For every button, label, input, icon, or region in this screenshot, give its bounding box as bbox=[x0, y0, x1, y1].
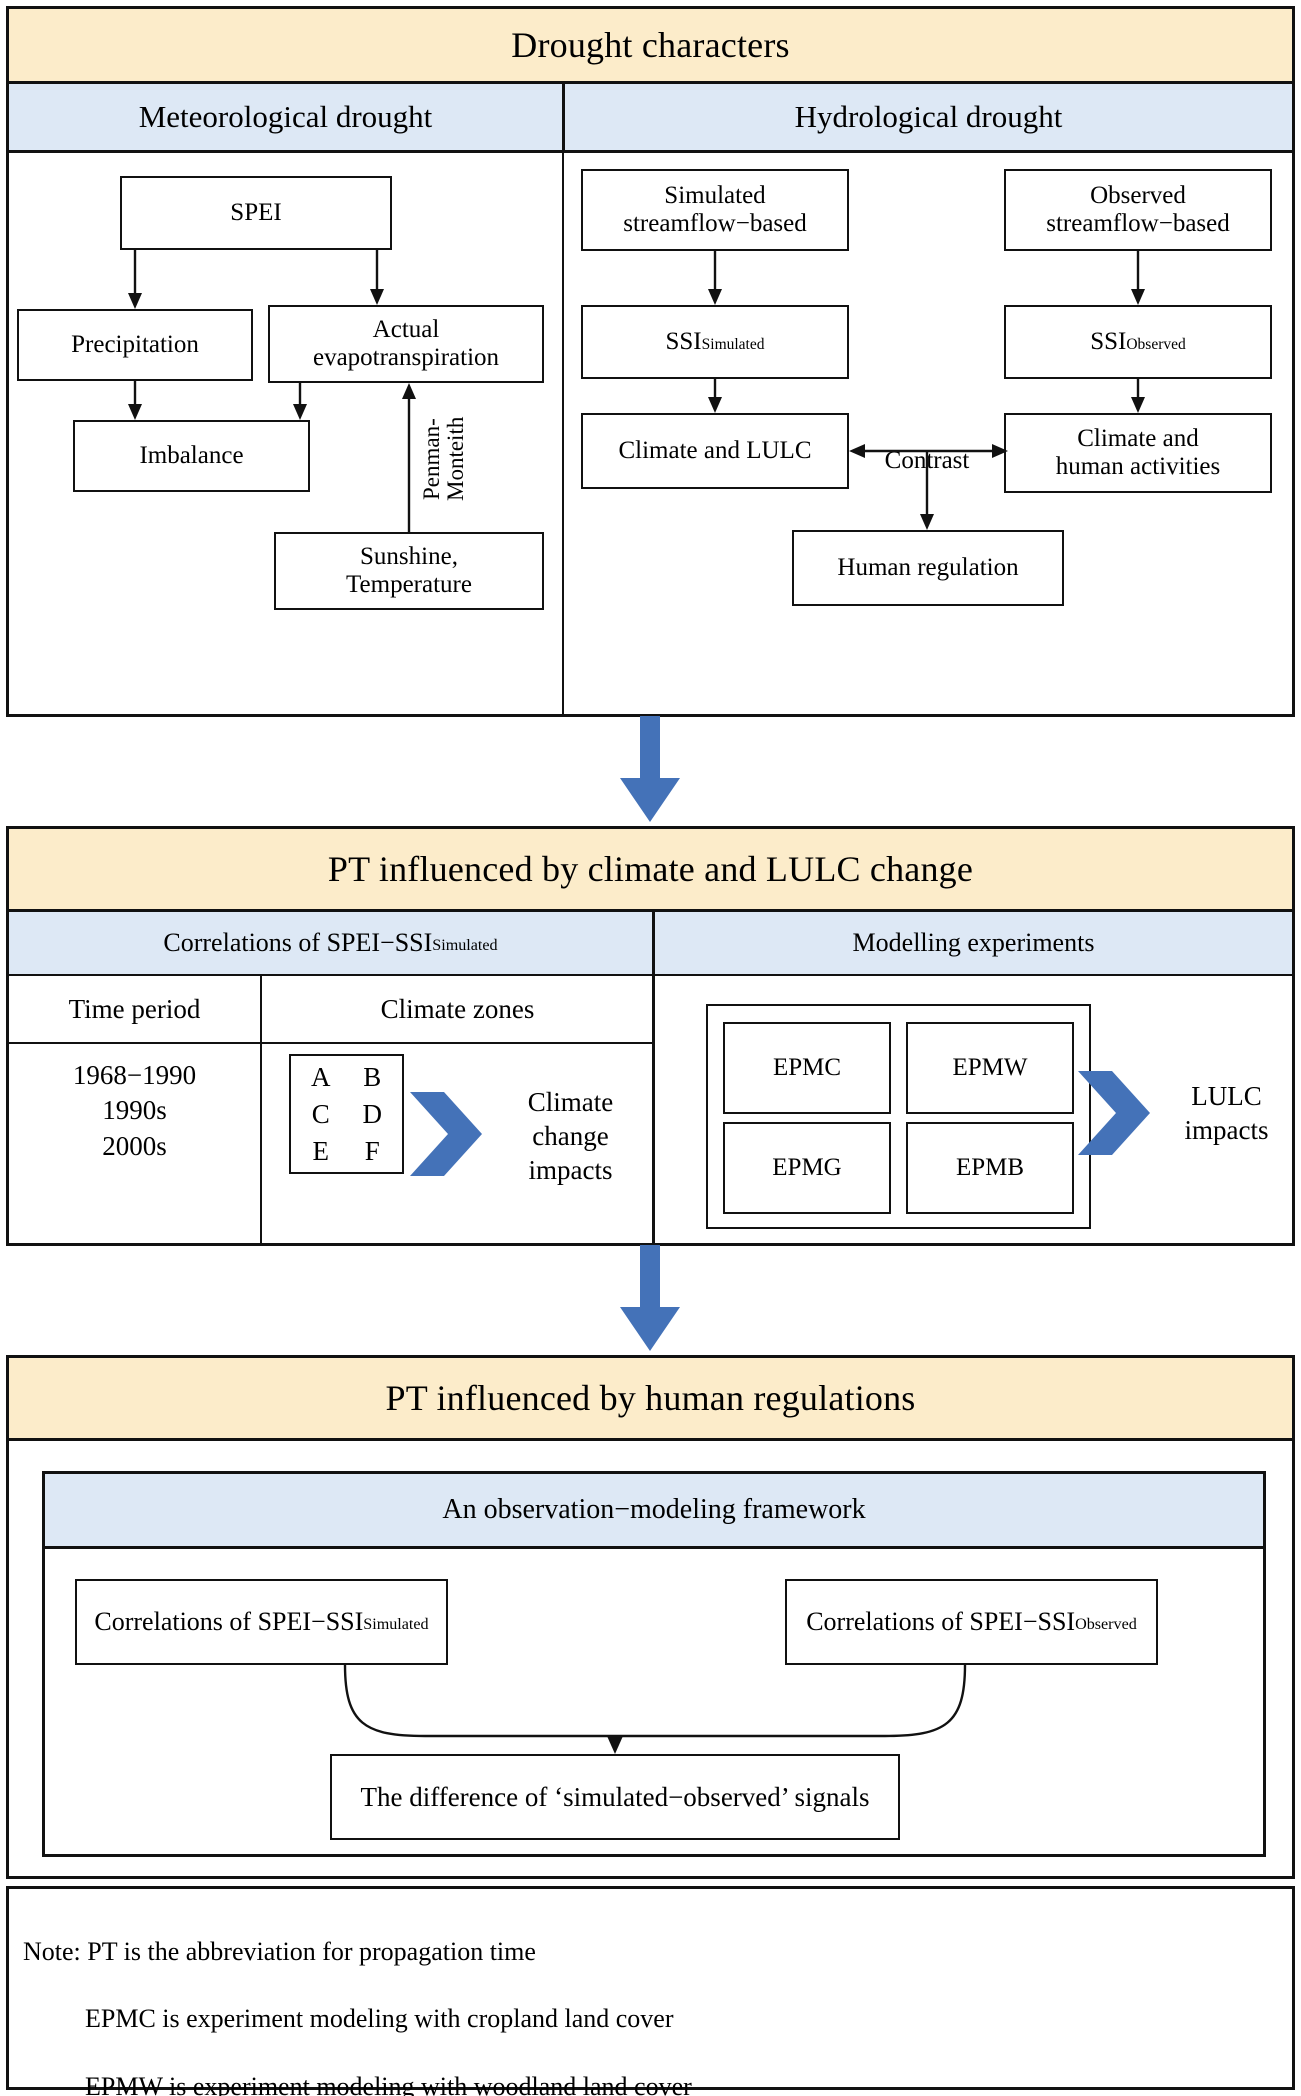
divider bbox=[45, 1546, 1263, 1549]
ssi-label: SSI bbox=[1090, 328, 1127, 355]
ssi-subscript: Simulated bbox=[701, 335, 765, 353]
chevron-right-icon-climate bbox=[410, 1092, 488, 1176]
flow-arrow-down-2 bbox=[614, 1245, 686, 1353]
section2-left-header-text: Correlations of SPEI−SSI bbox=[163, 928, 433, 957]
flow-arrow-down-1 bbox=[614, 716, 686, 824]
experiment-epmg: EPMG bbox=[723, 1122, 891, 1214]
node-actual-evapotranspiration: Actual evapotranspiration bbox=[268, 305, 544, 383]
time-period-item: 2000s bbox=[102, 1130, 167, 1161]
node-human-regulation: Human regulation bbox=[792, 530, 1064, 606]
experiment-epmb: EPMB bbox=[906, 1122, 1074, 1214]
climate-zone-item: A bbox=[311, 1061, 331, 1092]
node-imbalance: Imbalance bbox=[73, 420, 310, 492]
node-climate-and-lulc: Climate and LULC bbox=[581, 413, 849, 489]
section-pt-climate-lulc: PT influenced by climate and LULC change… bbox=[6, 826, 1295, 1246]
framework-header: An observation−modeling framework bbox=[45, 1474, 1263, 1546]
experiment-epmw: EPMW bbox=[906, 1022, 1074, 1114]
section-drought-characters: Drought characters Meteorological drough… bbox=[6, 6, 1295, 717]
ssi-subscript: Observed bbox=[1126, 335, 1186, 353]
correlations-label: Correlations of SPEI−SSI bbox=[94, 1607, 364, 1637]
connector-group-left bbox=[9, 9, 562, 714]
divider bbox=[562, 84, 565, 150]
divider bbox=[652, 912, 655, 974]
node-spei: SPEI bbox=[120, 176, 392, 250]
correlations-label: Correlations of SPEI−SSI bbox=[806, 1607, 1076, 1637]
note-text: Note: PT is the abbreviation for propaga… bbox=[9, 1889, 1292, 2096]
climate-zone-item: E bbox=[312, 1136, 330, 1167]
section2-left-header-subscript: Simulated bbox=[432, 936, 498, 954]
lulc-impacts-label: LULC impacts bbox=[1184, 1080, 1269, 1145]
section3-title: PT influenced by human regulations bbox=[9, 1358, 1292, 1438]
divider bbox=[9, 150, 1292, 153]
section1-col-left-header: Meteorological drought bbox=[9, 84, 562, 150]
divider bbox=[9, 909, 1292, 912]
experiments-container: EPMC EPMW EPMG EPMB bbox=[706, 1004, 1091, 1229]
connector-group-right bbox=[565, 9, 1292, 714]
connector-merge-to-difference bbox=[45, 1474, 1269, 1860]
correlations-subscript: Simulated bbox=[363, 1615, 429, 1633]
node-climate-and-human-activities: Climate and human activities bbox=[1004, 413, 1272, 493]
divider bbox=[9, 1438, 1292, 1441]
section2-time-periods: 1968−1990 1990s 2000s bbox=[9, 1051, 260, 1171]
climate-zone-item: C bbox=[311, 1098, 330, 1129]
climate-zone-item: D bbox=[362, 1098, 383, 1129]
node-sunshine-temperature: Sunshine, Temperature bbox=[274, 532, 544, 610]
correlations-subscript: Observed bbox=[1075, 1615, 1137, 1633]
node-precipitation: Precipitation bbox=[17, 309, 253, 381]
section2-climate-zones-header: Climate zones bbox=[380, 993, 535, 1024]
climate-zones-box: A B C D E F bbox=[289, 1054, 404, 1174]
climate-zone-item: B bbox=[363, 1061, 382, 1092]
divider bbox=[562, 153, 564, 714]
divider bbox=[9, 1042, 652, 1044]
observation-modeling-framework-panel: An observation−modeling framework Correl… bbox=[42, 1471, 1266, 1857]
climate-zone-item: F bbox=[364, 1136, 380, 1167]
divider bbox=[9, 81, 1292, 84]
note-line-2: EPMC is experiment modeling with croplan… bbox=[85, 2004, 674, 2034]
note-line-1: Note: PT is the abbreviation for propaga… bbox=[23, 1936, 536, 1966]
difference-signals-box: The difference of ‘simulated−observed’ s… bbox=[330, 1754, 900, 1840]
section2-title: PT influenced by climate and LULC change bbox=[9, 829, 1292, 909]
node-observed-streamflow-based: Observed streamflow−based bbox=[1004, 169, 1272, 251]
divider bbox=[652, 976, 655, 1243]
section1-title: Drought characters bbox=[9, 9, 1292, 81]
section2-right-header: Modelling experiments bbox=[655, 912, 1292, 974]
time-period-item: 1968−1990 bbox=[72, 1060, 197, 1091]
section1-col-right-header: Hydrological drought bbox=[565, 84, 1292, 150]
climate-change-impacts-label: Climate change impacts bbox=[527, 1086, 614, 1185]
section2-time-period-header: Time period bbox=[68, 993, 201, 1024]
ssi-label: SSI bbox=[665, 328, 702, 355]
note-panel: Note: PT is the abbreviation for propaga… bbox=[6, 1886, 1295, 2096]
time-period-item: 1990s bbox=[102, 1095, 167, 1126]
section-pt-human-regulations: PT influenced by human regulations An ob… bbox=[6, 1355, 1295, 1879]
divider bbox=[260, 976, 262, 1243]
node-simulated-streamflow-based: Simulated streamflow−based bbox=[581, 169, 849, 251]
experiment-epmc: EPMC bbox=[723, 1022, 891, 1114]
chevron-right-icon-lulc bbox=[1078, 1071, 1156, 1155]
divider bbox=[9, 974, 1292, 976]
note-line-3: EPMW is experiment modeling with woodlan… bbox=[85, 2071, 692, 2096]
